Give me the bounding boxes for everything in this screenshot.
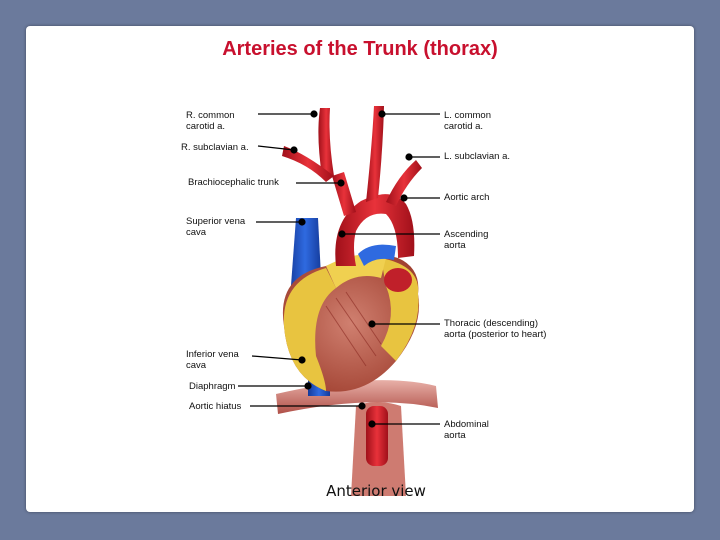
abdominal-aorta-shape	[366, 406, 388, 466]
l-common-carotid-shape	[366, 106, 384, 202]
label-inferior-vena-cava: Inferior vena cava	[186, 349, 239, 371]
label-aortic-arch: Aortic arch	[444, 192, 490, 203]
left-atrium	[384, 268, 412, 292]
label-thoracic-aorta: Thoracic (descending) aorta (posterior t…	[444, 318, 547, 340]
slide: Arteries of the Trunk (thorax)	[26, 26, 694, 512]
page-title: Arteries of the Trunk (thorax)	[222, 38, 498, 60]
heart-illustration	[238, 106, 440, 496]
label-r-common-carotid: R. common carotid a.	[186, 110, 235, 132]
label-superior-vena-cava: Superior vena cava	[186, 216, 246, 238]
label-l-common-carotid: L. common carotid a.	[444, 110, 491, 132]
label-ascending-aorta: Ascending aorta	[444, 229, 489, 251]
view-caption: Anterior view	[326, 482, 426, 500]
r-common-carotid-shape	[318, 108, 334, 176]
l-subclavian-shape	[386, 160, 422, 206]
label-aortic-hiatus: Aortic hiatus	[189, 401, 242, 412]
brachiocephalic-trunk-shape	[332, 172, 356, 216]
label-r-subclavian: R. subclavian a.	[181, 142, 249, 153]
label-brachiocephalic-trunk: Brachiocephalic trunk	[188, 177, 279, 188]
r-subclavian-shape	[282, 146, 334, 182]
fat-left	[283, 268, 336, 391]
label-l-subclavian: L. subclavian a.	[444, 151, 511, 162]
pulmonary-trunk	[358, 244, 396, 266]
label-diaphragm: Diaphragm	[189, 381, 236, 392]
label-abdominal-aorta: Abdominal aorta	[444, 419, 489, 441]
